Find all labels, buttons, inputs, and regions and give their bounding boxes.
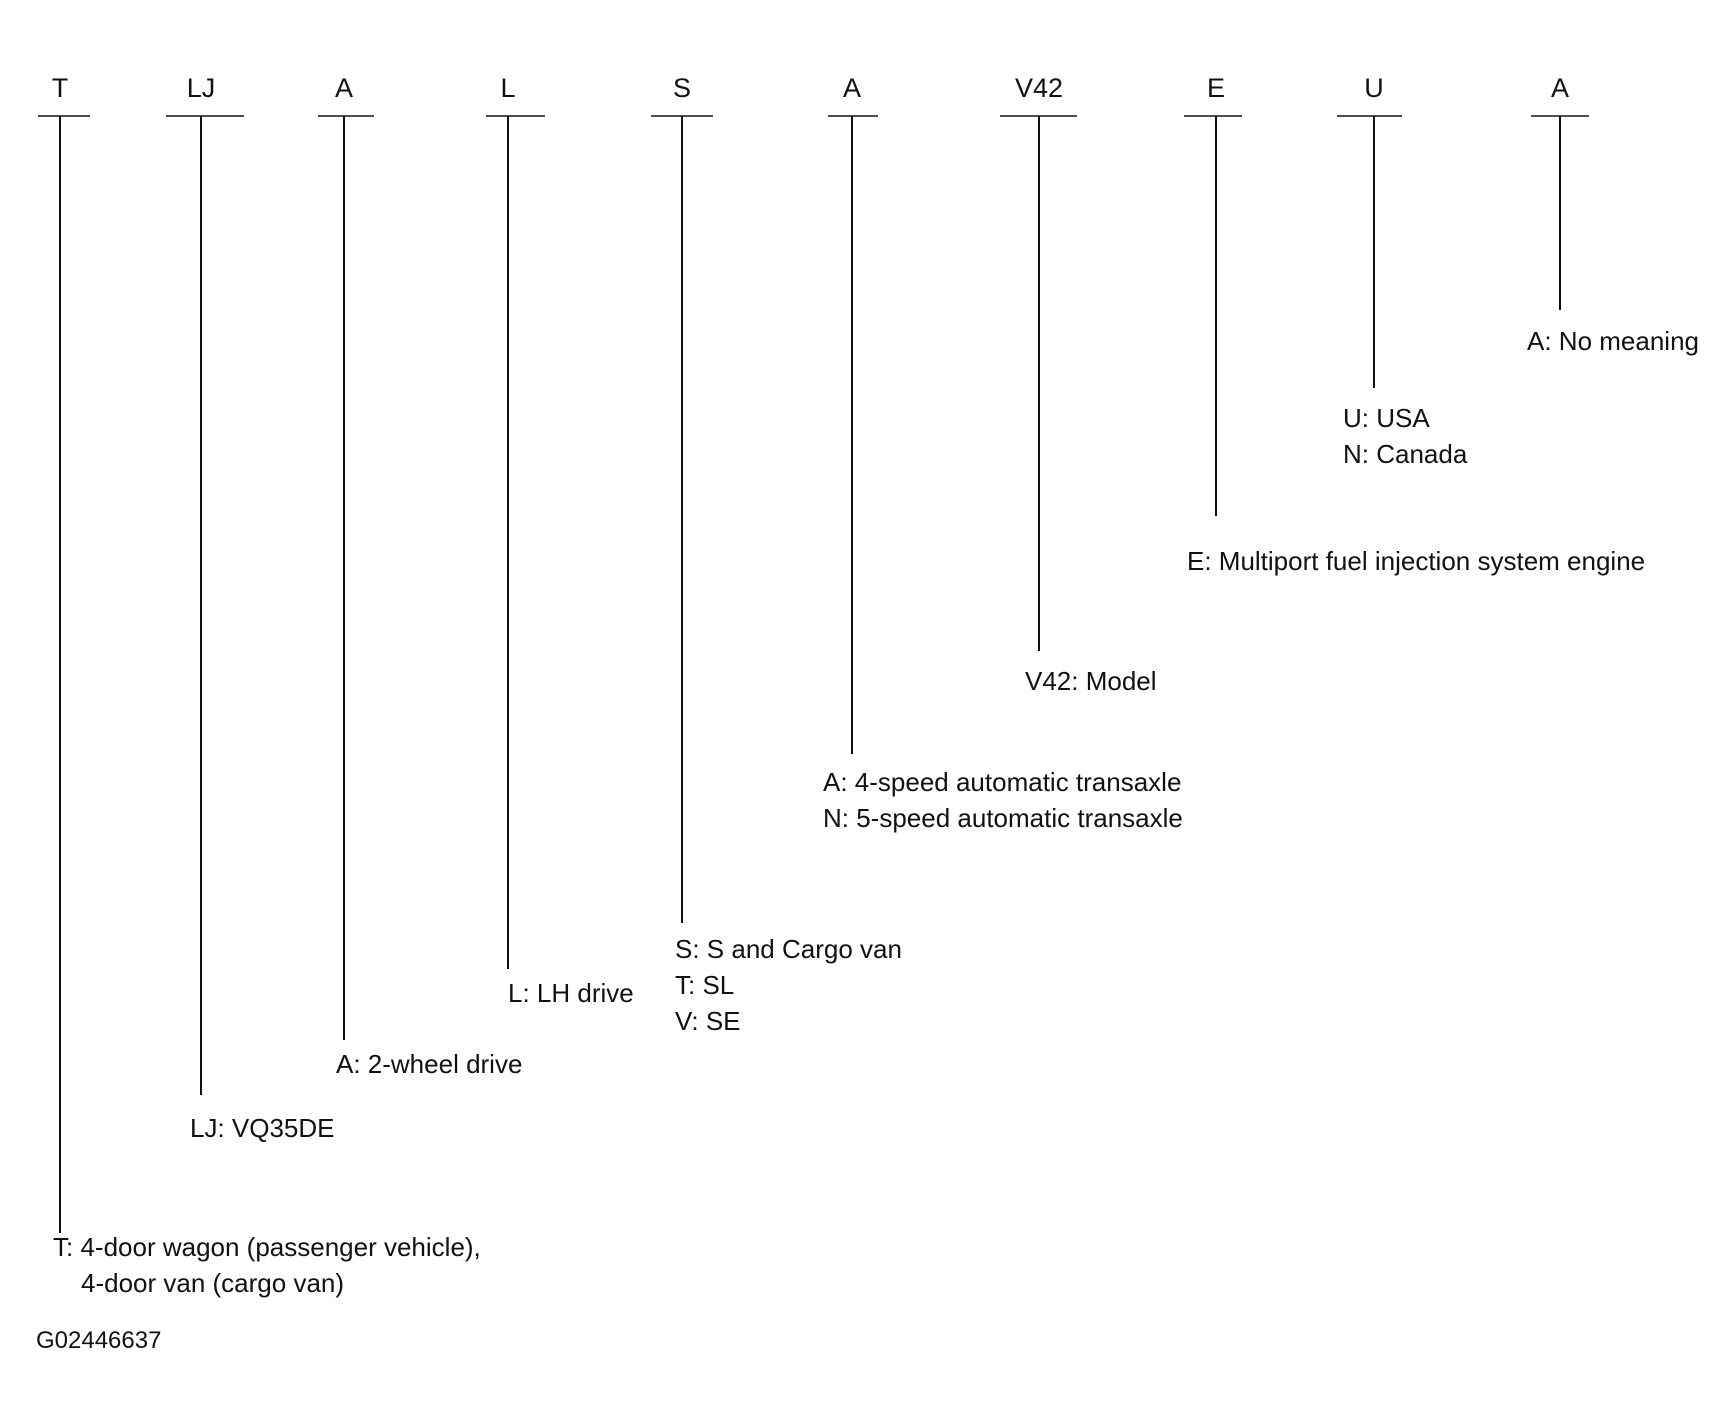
description-line: V42: Model <box>1025 666 1157 696</box>
code-letter: LJ <box>187 73 216 103</box>
code-letter: A <box>843 73 861 103</box>
description-line: 4-door van (cargo van) <box>81 1268 344 1298</box>
description-line: T: SL <box>675 970 734 1000</box>
code-segment: T T: 4-door wagon (passenger vehicle), 4-d… <box>38 73 481 1298</box>
code-segment: LJ LJ: VQ35DE <box>166 73 335 1143</box>
description-line: LJ: VQ35DE <box>190 1113 335 1143</box>
description-line: S: S and Cargo van <box>675 934 902 964</box>
description-line: A: No meaning <box>1527 326 1699 356</box>
code-letter: A <box>335 73 353 103</box>
description-line: V: SE <box>675 1006 741 1036</box>
code-segment: U U: USA N: Canada <box>1337 73 1468 469</box>
code-letter: E <box>1207 73 1225 103</box>
code-letter: V42 <box>1015 73 1063 103</box>
description-line: L: LH drive <box>508 978 634 1008</box>
code-segment: L L: LH drive <box>486 73 634 1008</box>
segments-layer: T T: 4-door wagon (passenger vehicle), 4-d… <box>38 73 1699 1298</box>
code-segment: A A: No meaning <box>1527 73 1699 356</box>
code-segment: A A: 2-wheel drive <box>318 73 522 1079</box>
code-letter: A <box>1551 73 1569 103</box>
code-letter: T <box>52 73 69 103</box>
description-line: N: Canada <box>1343 439 1468 469</box>
description-line: T: 4-door wagon (passenger vehicle), <box>53 1232 481 1262</box>
description-line: E: Multiport fuel injection system engin… <box>1187 546 1645 576</box>
figure-id: G02446637 <box>36 1327 161 1354</box>
code-letter: S <box>673 73 691 103</box>
code-segment: A A: 4-speed automatic transaxle N: 5-spee… <box>823 73 1183 833</box>
description-line: A: 2-wheel drive <box>336 1049 522 1079</box>
code-segment: E E: Multiport fuel injection system engi… <box>1184 73 1645 576</box>
code-segment: S S: S and Cargo van T: SL V: SE <box>651 73 902 1036</box>
code-letter: U <box>1364 73 1384 103</box>
description-line: A: 4-speed automatic transaxle <box>823 767 1181 797</box>
code-letter: L <box>500 73 515 103</box>
description-line: N: 5-speed automatic transaxle <box>823 803 1183 833</box>
description-line: U: USA <box>1343 403 1430 433</box>
